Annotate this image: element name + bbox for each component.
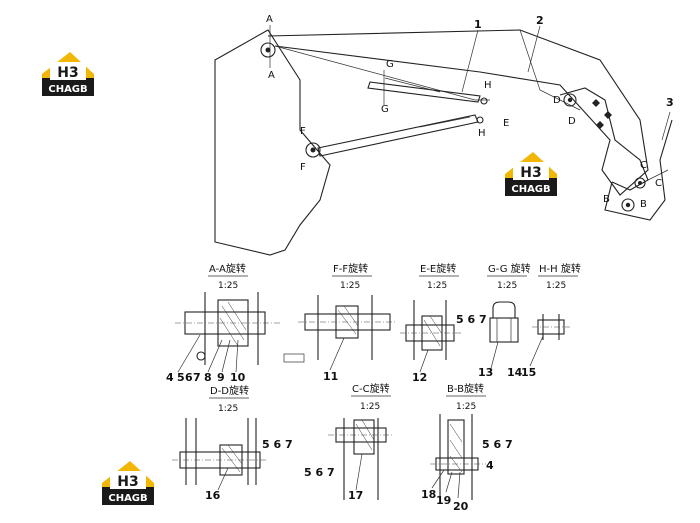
section-mark-e: E	[503, 118, 509, 129]
callout-4-b: 4	[486, 459, 494, 472]
section-d-d: D-D旋转 1:25 5 6 7 16	[172, 384, 293, 502]
section-f-f-title: F-F旋转	[333, 262, 368, 275]
callout-1: 1	[474, 18, 482, 31]
bucket-linkage	[559, 87, 649, 191]
logo-mark: H3	[117, 474, 138, 490]
logo-caption: CHAGB	[108, 493, 147, 504]
callout-19: 19	[436, 494, 451, 507]
callout-9: 9	[217, 371, 225, 384]
section-mark-a-top: A	[266, 14, 273, 25]
boom-cylinder	[367, 81, 481, 103]
section-h-h-title: H-H 旋转	[539, 262, 581, 275]
callout-5-6-7-c: 5 6 7	[304, 466, 335, 479]
tilt-link	[317, 114, 479, 157]
section-a-a-title: A-A旋转	[209, 262, 246, 275]
section-h-h-scale: 1:25	[546, 281, 566, 291]
section-mark-h-top: H	[484, 80, 492, 91]
section-a-a: A-A旋转 1:25 4 5 6 7 8 9 10	[166, 262, 280, 384]
section-h-h: H-H 旋转 1:25 14 15	[507, 262, 581, 379]
logo-mark: H3	[520, 165, 541, 181]
callout-17: 17	[348, 489, 363, 502]
callout-2: 2	[536, 14, 544, 27]
section-mark-a-bottom: A	[268, 70, 275, 81]
section-g-g-title: G-G 旋转	[488, 262, 531, 275]
section-e-e-scale: 1:25	[427, 281, 447, 291]
section-a-a-scale: 1:25	[218, 281, 238, 291]
section-mark-c-top: C	[640, 160, 647, 171]
section-e-e: E-E旋转 1:25 5 6 7 12	[400, 262, 487, 384]
callout-18: 18	[421, 488, 436, 501]
section-f-f-scale: 1:25	[340, 281, 360, 291]
boom-arm	[267, 29, 649, 196]
callout-16: 16	[205, 489, 221, 502]
section-mark-c-bottom: C	[655, 178, 662, 189]
callout-13: 13	[478, 366, 493, 379]
main-view: A A G G H H E F F D D C C B B 1 2 3	[214, 14, 674, 256]
section-g-g-scale: 1:25	[497, 281, 517, 291]
callout-7: 7	[193, 371, 201, 384]
section-mark-f-bottom: F	[300, 162, 306, 173]
section-mark-d-bottom: D	[568, 116, 576, 127]
logo-caption: CHAGB	[48, 84, 87, 95]
callout-5-6-7-b: 5 6 7	[482, 438, 513, 451]
callout-5-6-7-e: 5 6 7	[456, 313, 487, 326]
callout-5-6-7-d: 5 6 7	[262, 438, 293, 451]
section-c-c-title: C-C旋转	[352, 382, 390, 395]
logo-caption: CHAGB	[511, 184, 550, 195]
section-mark-d-top: D	[553, 95, 561, 106]
callout-15: 15	[521, 366, 536, 379]
brand-logo-topleft: H3 CHAGB	[42, 52, 94, 96]
callout-11: 11	[323, 370, 338, 383]
section-mark-g-bottom: G	[381, 104, 389, 115]
section-c-c: C-C旋转 1:25 5 6 7 17	[304, 382, 392, 502]
frame-plate	[214, 29, 331, 256]
section-b-b-title: B-B旋转	[447, 382, 484, 395]
section-d-d-title: D-D旋转	[210, 384, 249, 397]
section-mark-h-bottom: H	[478, 128, 486, 139]
callout-8: 8	[204, 371, 212, 384]
section-b-b: B-B旋转 1:25 5 6 7 4 18 19 20	[421, 382, 513, 513]
section-mark-f-top: F	[300, 126, 306, 137]
section-b-b-scale: 1:25	[456, 402, 476, 412]
section-f-f: F-F旋转 1:25 11	[283, 262, 396, 383]
section-g-g: G-G 旋转 1:25 13	[478, 262, 531, 379]
section-mark-b-right: B	[640, 199, 647, 210]
brand-logo-bottomleft: H3 CHAGB	[102, 461, 154, 505]
callout-12: 12	[412, 371, 427, 384]
section-c-c-scale: 1:25	[360, 402, 380, 412]
logo-mark: H3	[57, 65, 78, 81]
section-mark-b-left: B	[603, 194, 610, 205]
brand-logo-center: H3 CHAGB	[505, 152, 557, 196]
callout-3: 3	[666, 96, 674, 109]
callout-4: 4	[166, 371, 174, 384]
callout-10: 10	[230, 371, 246, 384]
callout-5: 5	[177, 371, 185, 384]
section-mark-g-top: G	[386, 59, 394, 70]
callout-14: 14	[507, 366, 523, 379]
callout-6: 6	[185, 371, 193, 384]
section-d-d-scale: 1:25	[218, 404, 238, 414]
callout-20: 20	[453, 500, 469, 513]
section-e-e-title: E-E旋转	[420, 262, 456, 275]
